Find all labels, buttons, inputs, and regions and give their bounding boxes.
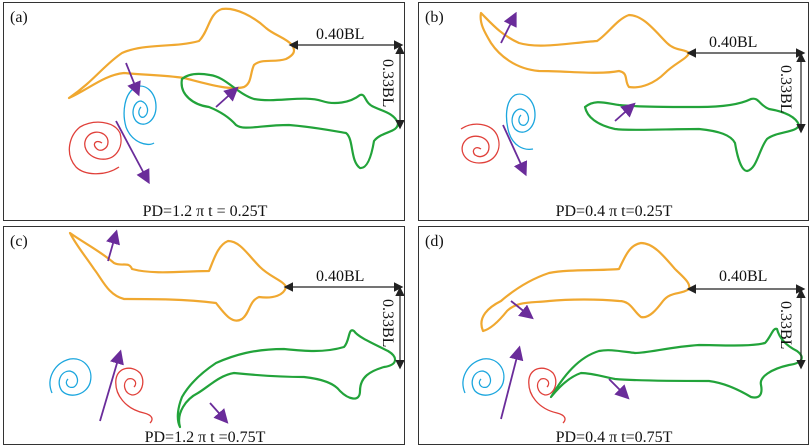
- vertical-distance-label: 0.33BL: [777, 65, 794, 113]
- jet-arrow: [608, 378, 630, 400]
- panel-b-diagram: (b) 0.40BL 0.33BL PD=0.4 π t=0.25T: [425, 9, 806, 220]
- jet-arrow: [125, 62, 141, 97]
- vertical-distance-label: 0.33BL: [777, 301, 794, 349]
- jet-arrow: [106, 229, 120, 262]
- leading-fish-outline: [480, 241, 691, 333]
- panel-c-diagram: (c) 0.40BL 0.33BL PD=1.2 π t =0.75T: [10, 229, 404, 445]
- counterclockwise-vortex: [462, 358, 505, 396]
- panel-letter: (b): [425, 9, 444, 26]
- clockwise-vortex: [460, 123, 500, 164]
- panel-d-diagram: (d) 0.40BL 0.33BL PD=0.4 π t=0.75T: [425, 233, 806, 445]
- trailing-fish-outline: [583, 97, 801, 173]
- jet-arrow: [115, 120, 150, 185]
- trailing-fish-outline: [176, 329, 397, 429]
- jet-arrow: [209, 402, 229, 424]
- panel-letter: (c): [10, 233, 28, 250]
- panel-caption: PD=0.4 π t=0.25T: [556, 203, 673, 220]
- panel-caption: PD=0.4 π t=0.75T: [556, 429, 673, 445]
- leading-fish-outline: [67, 7, 296, 100]
- panel-a-diagram: (a) 0.40BL 0.33BL PD=1.2 π t = 0.25T: [10, 7, 404, 220]
- leading-fish-outline: [68, 231, 288, 322]
- panel-caption: PD=1.2 π t =0.75T: [145, 429, 266, 445]
- jet-arrow: [215, 86, 239, 108]
- jet-arrow: [500, 11, 517, 44]
- clockwise-vortex: [68, 121, 122, 175]
- jet-arrow: [614, 102, 636, 122]
- clockwise-vortex: [115, 367, 153, 424]
- horizontal-distance-label: 0.40BL: [709, 34, 757, 51]
- counterclockwise-vortex: [49, 358, 92, 396]
- vertical-distance-label: 0.33BL: [379, 59, 396, 107]
- panel-c: (c) 0.40BL 0.33BL PD=1.2 π t =0.75T: [3, 226, 405, 445]
- horizontal-distance-label: 0.40BL: [316, 26, 364, 43]
- vertical-distance-label: 0.33BL: [379, 299, 396, 347]
- counterclockwise-vortex: [123, 85, 157, 146]
- trailing-fish-outline: [549, 327, 803, 399]
- panel-caption: PD=1.2 π t = 0.25T: [143, 203, 268, 220]
- jet-arrow: [502, 124, 528, 177]
- panel-d: (d) 0.40BL 0.33BL PD=0.4 π t=0.75T: [418, 226, 809, 445]
- panel-a: (a) 0.40BL 0.33BL PD=1.2 π t = 0.25T: [3, 2, 405, 221]
- counterclockwise-vortex: [505, 93, 536, 151]
- horizontal-distance-label: 0.40BL: [719, 268, 767, 285]
- trailing-fish-outline: [180, 72, 400, 170]
- clockwise-vortex: [528, 367, 566, 424]
- leading-fish-outline: [479, 11, 691, 89]
- panel-b: (b) 0.40BL 0.33BL PD=0.4 π t=0.25T: [418, 2, 809, 221]
- panel-letter: (a): [10, 9, 28, 26]
- jet-arrow: [510, 300, 534, 320]
- panel-letter: (d): [425, 233, 444, 250]
- jet-arrow: [99, 349, 124, 422]
- horizontal-distance-label: 0.40BL: [316, 268, 364, 285]
- jet-arrow: [500, 345, 524, 420]
